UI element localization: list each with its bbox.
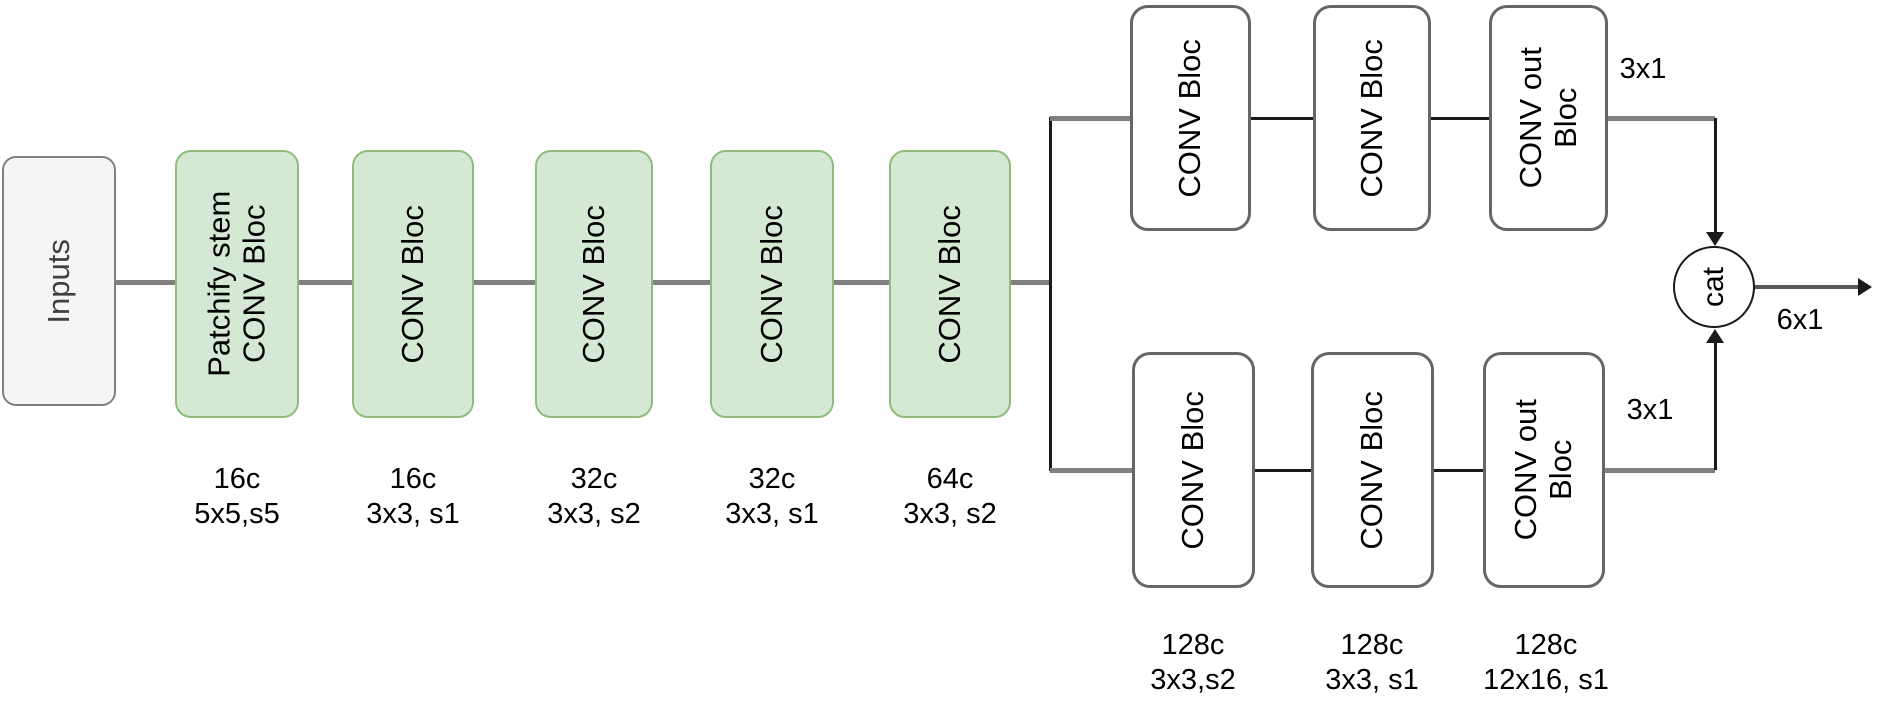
stage1-sublabel-1: 16c 5x5,s5 <box>194 463 280 530</box>
arrowhead-right-icon <box>1858 278 1872 296</box>
connector-stage1-4-5 <box>834 280 889 285</box>
output-arrow-line <box>1755 285 1858 289</box>
connector-stage1-2-3 <box>474 280 535 285</box>
label-3x1-top: 3x1 <box>1619 53 1667 85</box>
top-branch-box-conv-out: CONV out Bloc <box>1489 5 1608 231</box>
stage1-box-1-label: Patchify stem CONV Bloc <box>201 190 271 378</box>
connector-stage1-3-4 <box>653 280 710 285</box>
stage1-box-3-label: CONV Bloc <box>575 204 611 364</box>
merge-cat-circle: cat <box>1673 246 1755 328</box>
top-branch-box-1-label: CONV Bloc <box>1172 38 1208 198</box>
bottom-branch-box-conv-out: CONV out Bloc <box>1483 352 1605 588</box>
stage1-sublabel-2: 16c 3x3, s1 <box>366 463 460 530</box>
stage1-box-conv-4: CONV Bloc <box>710 150 834 418</box>
bottom-branch-box-conv-1: CONV Bloc <box>1132 352 1255 588</box>
stage1-box-conv-3: CONV Bloc <box>535 150 653 418</box>
stage1-box-5-label: CONV Bloc <box>931 204 967 364</box>
arrowhead-down-icon <box>1706 232 1724 246</box>
stage1-sublabel-4: 32c 3x3, s1 <box>725 463 819 530</box>
connector-top-out <box>1608 116 1715 121</box>
inputs-box: Inputs <box>2 156 116 406</box>
bottom-branch-box-conv-2: CONV Bloc <box>1311 352 1434 588</box>
bottom-sublabel-3: 128c 12x16, s1 <box>1483 629 1609 696</box>
connector-bottom-2-3 <box>1434 469 1483 472</box>
stage1-sublabel-3: 32c 3x3, s2 <box>547 463 641 530</box>
label-6x1-output: 6x1 <box>1776 304 1824 336</box>
arrowhead-up-icon <box>1706 329 1724 343</box>
stage1-box-2-label: CONV Bloc <box>394 204 430 364</box>
connector-stage1-1-2 <box>299 280 352 285</box>
top-branch-down-line <box>1714 118 1717 232</box>
top-branch-box-3-label: CONV out Bloc <box>1512 47 1583 189</box>
connector-top-2-3 <box>1431 117 1489 120</box>
top-branch-box-2-label: CONV Bloc <box>1353 38 1389 198</box>
label-3x1-bottom: 3x1 <box>1626 394 1674 426</box>
split-vertical-line <box>1049 117 1052 471</box>
merge-cat-label: cat <box>1697 266 1730 308</box>
bottom-branch-up-line <box>1714 343 1717 470</box>
stage1-box-patchify-stem: Patchify stem CONV Bloc <box>175 150 299 418</box>
connector-split-top-branch <box>1050 116 1131 121</box>
bottom-branch-box-1-label: CONV Bloc <box>1175 390 1211 550</box>
stage1-sublabel-5: 64c 3x3, s2 <box>903 463 997 530</box>
connector-split-bottom-branch <box>1050 468 1132 473</box>
top-branch-box-conv-2: CONV Bloc <box>1313 5 1431 231</box>
stage1-box-conv-2: CONV Bloc <box>352 150 474 418</box>
connector-top-1-2 <box>1251 117 1313 120</box>
stage1-box-conv-5: CONV Bloc <box>889 150 1011 418</box>
connector-bottom-out <box>1605 468 1715 473</box>
connector-inputs-stage1 <box>116 280 175 285</box>
connector-stage1-split <box>1011 280 1052 285</box>
stage1-box-4-label: CONV Bloc <box>753 204 789 364</box>
inputs-label: Inputs <box>40 238 76 324</box>
bottom-sublabel-1: 128c 3x3,s2 <box>1150 629 1236 696</box>
bottom-branch-box-3-label: CONV out Bloc <box>1508 399 1578 541</box>
bottom-branch-box-2-label: CONV Bloc <box>1354 390 1390 550</box>
connector-bottom-1-2 <box>1255 469 1311 472</box>
bottom-sublabel-2: 128c 3x3, s1 <box>1325 629 1419 696</box>
top-branch-box-conv-1: CONV Bloc <box>1130 5 1251 231</box>
